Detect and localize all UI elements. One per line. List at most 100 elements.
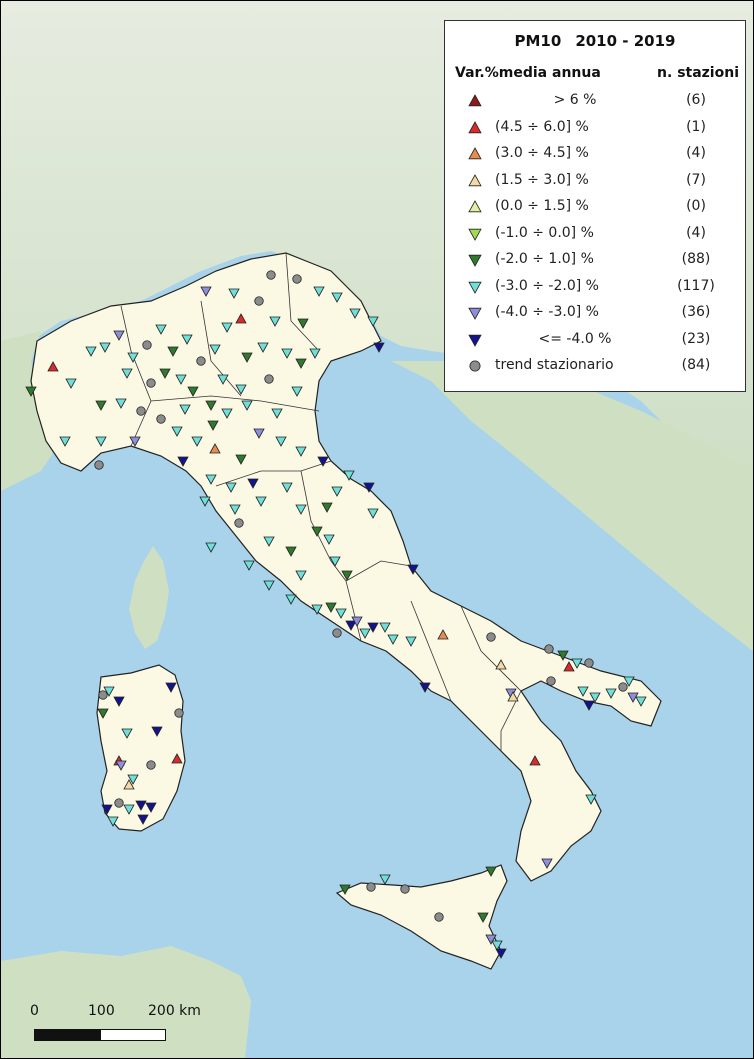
station-marker (114, 798, 124, 808)
land-france (1, 331, 61, 491)
legend-symbol-down (468, 228, 482, 241)
legend-symbol-up (468, 94, 482, 107)
station-marker (115, 760, 127, 771)
legend-label: (3.0 ÷ 4.5] % (495, 145, 589, 161)
legend-label: trend stazionario (495, 357, 614, 373)
legend-row: (-1.0 ÷ 0.0] %(4) (445, 222, 745, 246)
station-marker (309, 348, 321, 359)
legend-symbol-up (468, 147, 482, 160)
scale-bar-black (34, 1029, 102, 1041)
legend-row: (-4.0 ÷ -3.0] %(36) (445, 301, 745, 325)
station-marker (271, 408, 283, 419)
station-marker (618, 682, 628, 692)
station-marker (529, 755, 541, 766)
station-marker (255, 496, 267, 507)
legend-count: (7) (686, 171, 706, 188)
legend-symbol-down (468, 307, 482, 320)
station-marker (541, 858, 553, 869)
station-marker (171, 753, 183, 764)
station-marker (99, 342, 111, 353)
station-marker (373, 342, 385, 353)
station-marker (329, 556, 341, 567)
scale-label-100: 100 (88, 1003, 115, 1019)
station-marker (419, 682, 431, 693)
legend-count: (0) (686, 198, 706, 214)
station-marker (146, 378, 156, 388)
station-marker (331, 486, 343, 497)
station-marker (387, 634, 399, 645)
legend-symbol-up (468, 120, 482, 133)
station-marker (477, 912, 489, 923)
station-marker (263, 536, 275, 547)
station-marker (557, 650, 569, 661)
station-marker (363, 482, 375, 493)
legend-count: (88) (681, 251, 711, 267)
legend-label: (-1.0 ÷ 0.0] % (495, 224, 594, 241)
station-marker (264, 374, 274, 384)
station-marker (146, 760, 156, 770)
station-marker (345, 620, 357, 631)
station-marker (113, 696, 125, 707)
station-marker (349, 308, 361, 319)
station-marker (367, 508, 379, 519)
legend-symbol-down (468, 254, 482, 267)
station-marker (235, 384, 247, 395)
station-marker (434, 912, 444, 922)
station-marker (285, 546, 297, 557)
station-marker (121, 728, 133, 739)
station-marker (269, 316, 281, 327)
station-marker (257, 342, 269, 353)
station-marker (351, 616, 363, 627)
station-marker (171, 426, 183, 437)
station-marker (341, 570, 353, 581)
station-marker (142, 340, 152, 350)
station-marker (407, 564, 419, 575)
station-marker (221, 408, 233, 419)
station-marker (291, 386, 303, 397)
station-marker (137, 814, 149, 825)
station-marker (151, 726, 163, 737)
station-marker (321, 502, 333, 513)
station-marker (187, 386, 199, 397)
station-marker (507, 691, 519, 702)
legend-row: > 6 %(6) (445, 89, 745, 113)
station-marker (221, 322, 233, 333)
station-marker (85, 346, 97, 357)
station-marker (379, 874, 391, 885)
legend-count: (4) (686, 145, 706, 161)
station-marker (174, 708, 184, 718)
legend-count: (6) (686, 92, 706, 108)
station-marker (292, 274, 302, 284)
station-marker (209, 344, 221, 355)
station-marker (323, 534, 335, 545)
station-marker (167, 346, 179, 357)
legend-row: (0.0 ÷ 1.5] %(0) (445, 195, 745, 219)
station-marker (635, 696, 647, 707)
legend-label: (1.5 ÷ 3.0] % (495, 171, 589, 188)
legend-symbol-down (468, 334, 482, 347)
station-marker (103, 686, 115, 697)
station-marker (95, 400, 107, 411)
station-marker (121, 368, 133, 379)
land-corsica (129, 546, 169, 649)
station-marker (181, 334, 193, 345)
station-marker (585, 794, 597, 805)
station-marker (563, 661, 575, 672)
legend-row: (-2.0 ÷ 1.0] %(88) (445, 248, 745, 272)
station-marker (217, 374, 229, 385)
station-marker (275, 436, 287, 447)
station-marker (241, 352, 253, 363)
station-markers (25, 270, 647, 959)
station-marker (98, 690, 108, 700)
legend-row: (3.0 ÷ 4.5] % (4) (445, 142, 745, 166)
legend-symbol-down (468, 281, 482, 294)
station-marker (129, 436, 141, 447)
station-marker (577, 686, 589, 697)
station-marker (209, 443, 221, 454)
station-marker (97, 708, 109, 719)
legend-label: (-3.0 ÷ -2.0] % (495, 277, 599, 294)
station-marker (47, 361, 59, 372)
station-marker (263, 580, 275, 591)
legend-label: <= -4.0 % (538, 330, 612, 347)
